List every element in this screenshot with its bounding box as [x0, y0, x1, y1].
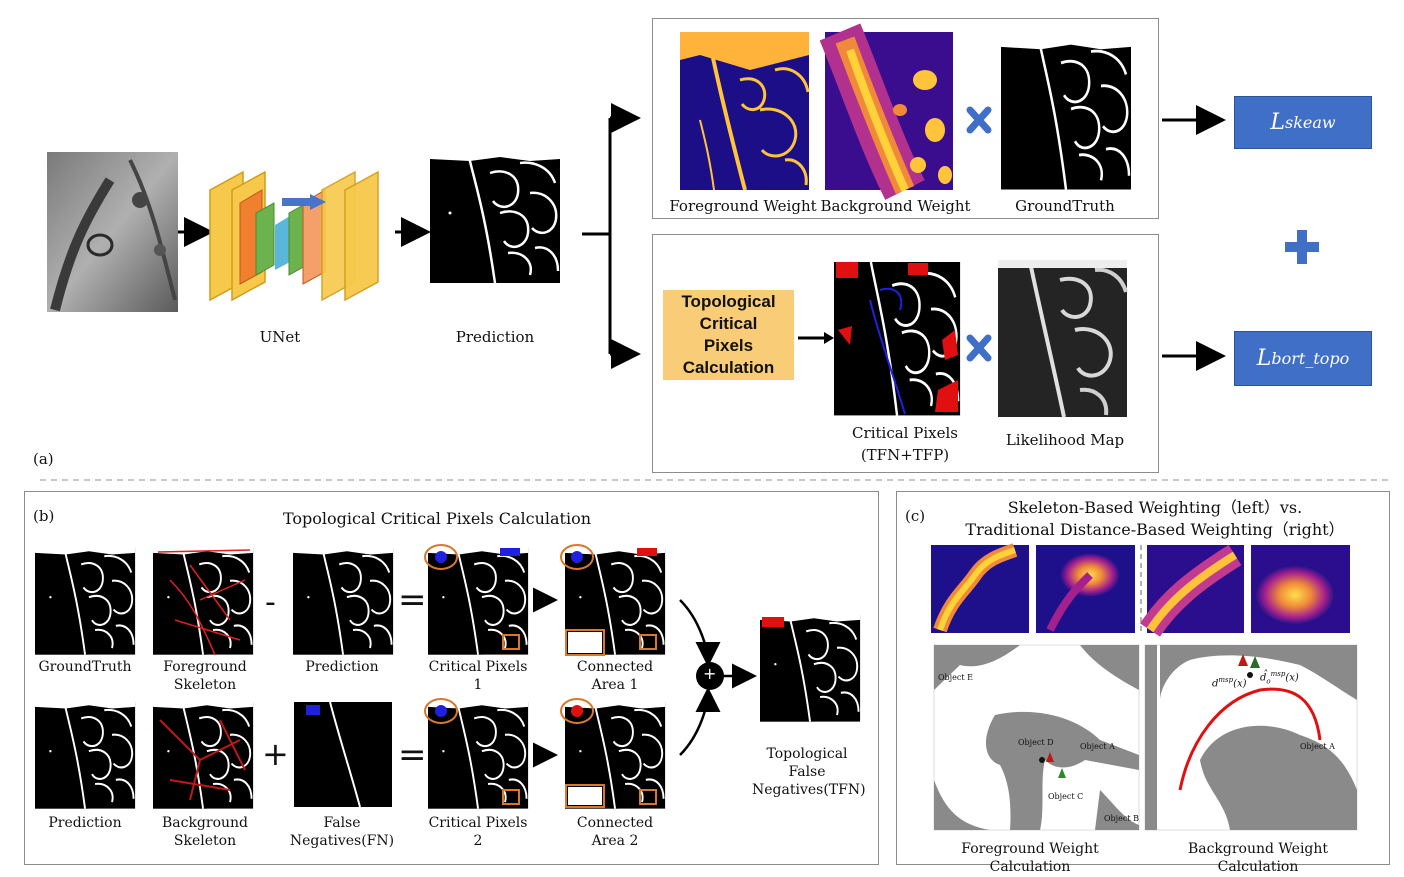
object-c-label: Object C	[1048, 792, 1084, 801]
weighting-panel	[652, 18, 1159, 219]
b-equals-operator-1: =	[398, 580, 427, 620]
panel-c-title-2: Traditional Distance-Based Weighting（rig…	[965, 520, 1345, 539]
loss-skeaw-symbol: L	[1270, 110, 1285, 135]
formula-d-superscript: msp	[1218, 676, 1234, 684]
formula-dhat-subscript: o	[1266, 677, 1271, 686]
bg-weight-calc-label: Background Weight Calculation	[1187, 841, 1329, 875]
foreground-weight-label: Foreground Weight	[669, 197, 817, 215]
formula-d-symbol: d	[1212, 678, 1219, 690]
object-a-label-right: Object A	[1300, 742, 1335, 751]
panel-a-tag: (a)	[33, 450, 54, 468]
panel-b-title: Topological Critical Pixels Calculation	[282, 509, 592, 528]
b-row1-label-4: Critical Pixels 1	[428, 659, 528, 693]
formula-dhat-argument: (x)	[1285, 672, 1299, 684]
panel-b	[24, 491, 879, 865]
b-equals-operator-2: =	[398, 735, 427, 775]
critical-pixels-label-2: (TFN+TFP)	[860, 446, 950, 464]
loss-bort-topo-symbol: L	[1256, 346, 1272, 371]
tcp-box: Topological Critical Pixels Calculation	[663, 290, 794, 380]
prediction-image	[428, 151, 562, 285]
formula-d-msp: dmsp(x)	[1212, 676, 1247, 689]
b-row2-label-2: Background Skeleton	[161, 815, 249, 849]
object-e-label: Object E	[938, 673, 973, 682]
panel-c	[896, 491, 1390, 865]
b-minus-operator: -	[265, 585, 276, 620]
formula-dhat-symbol: d̂	[1260, 672, 1267, 684]
b-row2-label-4: Critical Pixels 2	[428, 815, 528, 849]
panel-b-images	[33, 544, 862, 810]
unet-diagram	[209, 170, 379, 302]
b-sum-operator: +	[703, 664, 717, 683]
formula-dhat-msp: d̂omsp(x)	[1260, 670, 1299, 685]
branch-arrows	[582, 103, 641, 369]
loss-skeaw-subscript: skeaw	[1285, 113, 1336, 132]
b-row1-label-1: GroundTruth	[38, 659, 132, 675]
b-plus-operator: +	[262, 735, 289, 773]
likelihood-map-label: Likelihood Map	[1005, 431, 1125, 449]
background-weight-label: Background Weight	[820, 197, 971, 215]
groundtruth-label-top: GroundTruth	[1015, 197, 1115, 215]
object-b-label: Object B	[1104, 814, 1140, 823]
b-row1-label-5: Connected Area 1	[576, 659, 654, 693]
b-row2-label-3: False Negatives(FN)	[289, 815, 395, 849]
prediction-label: Prediction	[455, 328, 535, 346]
panel-c-title-1: Skeleton-Based Weighting（left）vs.	[1007, 498, 1303, 517]
b-row1-label-2: Foreground Skeleton	[163, 659, 247, 693]
panel-b-tag: (b)	[33, 507, 55, 525]
critical-pixels-label-1: Critical Pixels	[852, 424, 958, 442]
plus-icon	[1285, 230, 1319, 264]
object-d-label: Object D	[1018, 738, 1054, 747]
panel-c-tag: (c)	[905, 507, 926, 525]
formula-d-argument: (x)	[1233, 678, 1247, 690]
formula-dhat-superscript: msp	[1270, 670, 1286, 678]
fg-weight-calc-label: Foreground Weight Calculation	[961, 841, 1099, 875]
panel-c-images	[931, 543, 1358, 831]
b-result-label: Topological False Negatives(TFN)	[752, 746, 866, 798]
em-input-image	[47, 152, 178, 312]
loss-bort-topo-subscript: bort_topo	[1271, 349, 1350, 368]
b-row1-label-3: Prediction	[305, 659, 379, 675]
unet-label: UNet	[259, 328, 301, 346]
object-a-label-left: Object A	[1080, 742, 1115, 751]
b-row2-label-5: Connected Area 2	[576, 815, 654, 849]
b-row2-label-1: Prediction	[48, 815, 122, 831]
